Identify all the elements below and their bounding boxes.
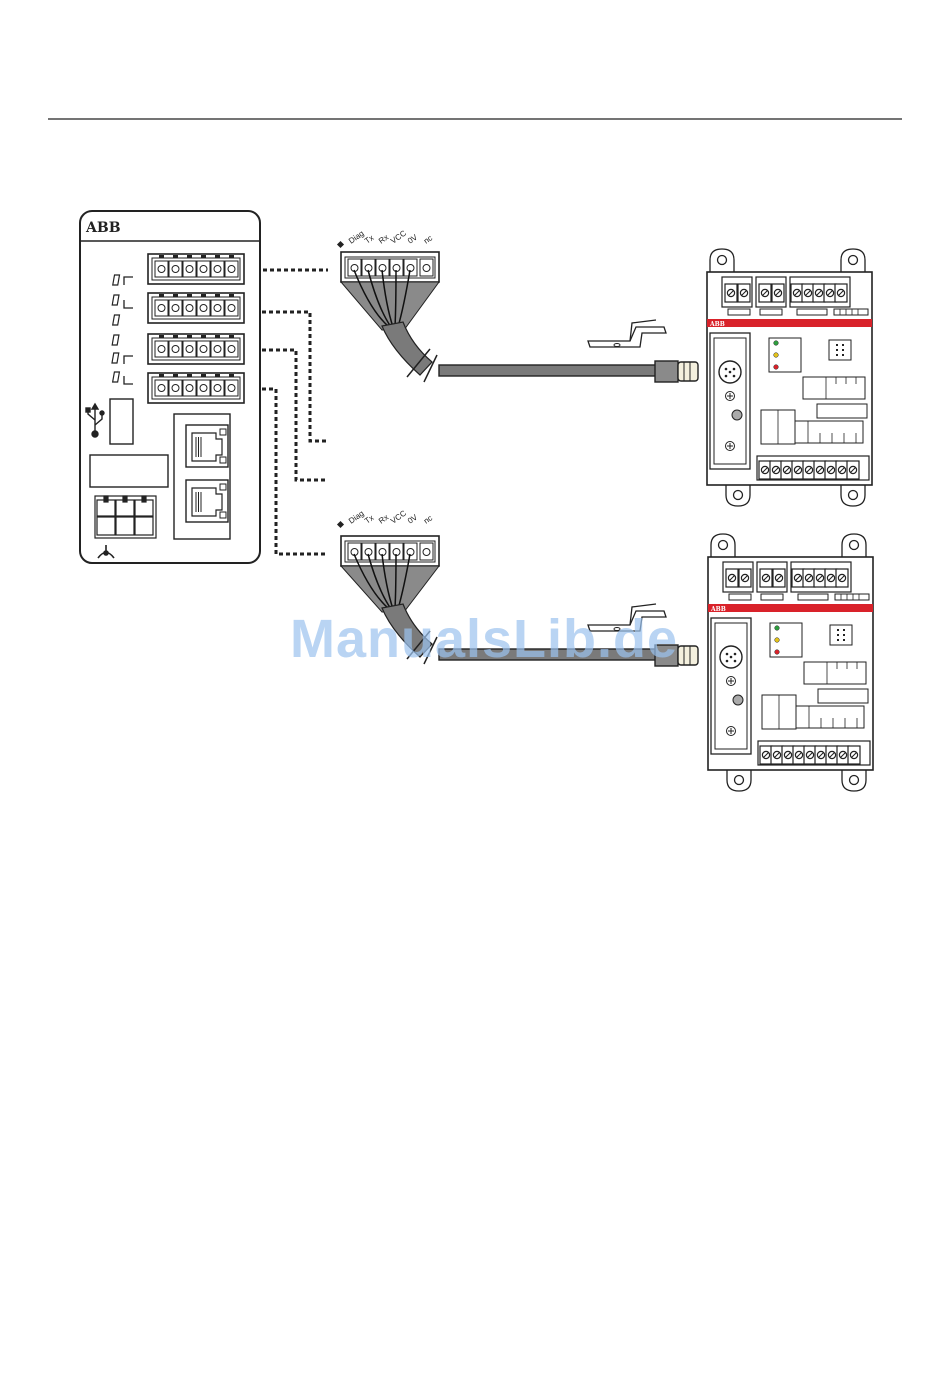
pin-label-rx: Rx	[377, 233, 390, 246]
ethernet-port-1	[186, 425, 228, 467]
dashed-links	[262, 270, 328, 554]
power-connector	[95, 496, 156, 538]
pin-label-tx: Tx	[363, 233, 375, 245]
pin-label-vcc: VCC	[389, 228, 408, 245]
gateway-port-3	[148, 334, 244, 364]
pin-label-tx: Tx	[363, 513, 375, 525]
gateway-port-4	[148, 373, 244, 403]
pin-label-nc: nc	[422, 233, 434, 245]
gateway-brand: ABB	[85, 220, 121, 236]
usb-port	[110, 399, 133, 444]
gateway-label-area	[90, 455, 168, 487]
gateway-device: ABB	[80, 211, 260, 563]
pin-label-0v: 0V	[406, 232, 420, 245]
pin-label-rx: Rx	[377, 513, 390, 526]
module-brand: ABB	[709, 321, 725, 328]
pin-label-vcc: VCC	[389, 508, 408, 525]
gateway-port-1	[148, 254, 244, 284]
pin-connector-top: Diag Tx Rx VCC 0V nc	[337, 228, 698, 382]
ethernet-port-2	[186, 480, 228, 522]
watermark: ManualsLib.de	[290, 608, 678, 670]
module-brand: ABB	[710, 606, 726, 613]
pin-label-nc: nc	[422, 513, 434, 525]
io-module-bottom: ABB	[708, 534, 873, 791]
gateway-port-2	[148, 293, 244, 323]
pin-label-0v: 0V	[406, 512, 420, 525]
io-module-top: ABB	[707, 249, 872, 506]
